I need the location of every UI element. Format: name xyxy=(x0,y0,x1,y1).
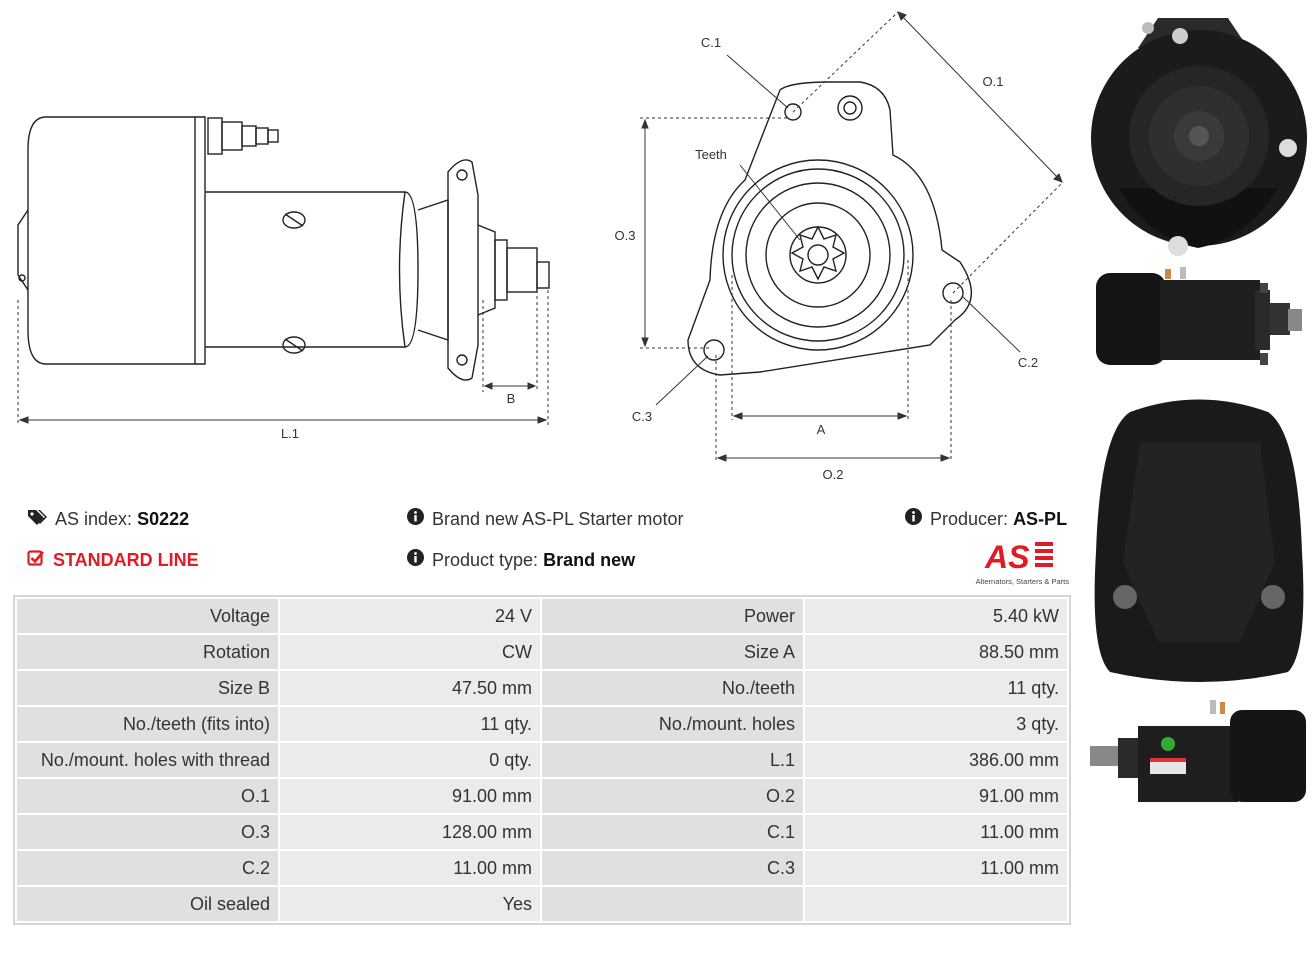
side-view-drawing: L.1 B xyxy=(17,116,550,441)
spec-value: 11 qty. xyxy=(803,669,1069,707)
label-l1: L.1 xyxy=(281,426,299,441)
spec-label: L.1 xyxy=(540,741,805,779)
spec-label: Rotation xyxy=(15,633,280,671)
check-square-icon xyxy=(27,549,45,572)
photo-side-view xyxy=(1096,267,1302,365)
spec-label: No./mount. holes xyxy=(540,705,805,743)
logo-tagline: Alternators, Starters & Parts xyxy=(975,577,1069,586)
spec-label xyxy=(540,885,805,923)
label-teeth: Teeth xyxy=(695,147,727,162)
standard-line: STANDARD LINE xyxy=(27,549,199,572)
producer-label: Producer: xyxy=(930,508,1009,529)
spec-value: 47.50 mm xyxy=(278,669,542,707)
spec-label: No./teeth (fits into) xyxy=(15,705,280,743)
spec-label: Size A xyxy=(540,633,805,671)
label-c2: C.2 xyxy=(1018,355,1038,370)
spec-value: 386.00 mm xyxy=(803,741,1069,779)
as-index: AS index: S0222 xyxy=(27,508,189,531)
spec-label: Voltage xyxy=(15,597,280,635)
spec-label: Oil sealed xyxy=(15,885,280,923)
label-c3: C.3 xyxy=(632,409,652,424)
logo-mark: AS xyxy=(984,539,1053,575)
spec-value: 11.00 mm xyxy=(803,849,1069,887)
as-index-label: AS index: xyxy=(55,509,133,529)
spec-label: Power xyxy=(540,597,805,635)
producer-value: AS-PL xyxy=(1013,508,1068,529)
spec-value: 24 V xyxy=(278,597,542,635)
tags-icon xyxy=(27,508,47,531)
product-type-value: Brand new xyxy=(543,549,636,570)
label-o2: O.2 xyxy=(823,467,844,482)
front-view-drawing: C.1 O.1 O.3 Teeth C.2 C.3 A O.2 xyxy=(615,11,1063,482)
spec-value: 11 qty. xyxy=(278,705,542,743)
spec-value: Yes xyxy=(278,885,542,923)
info-icon xyxy=(407,549,424,571)
spec-value: 88.50 mm xyxy=(803,633,1069,671)
description: Brand new AS-PL Starter motor xyxy=(407,508,683,530)
spec-value: 11.00 mm xyxy=(803,813,1069,851)
spec-row: No./teeth (fits into)11 qty.No./mount. h… xyxy=(15,705,1069,743)
product-type: Product type: Brand new xyxy=(407,549,635,571)
label-o1: O.1 xyxy=(983,74,1004,89)
standard-line-label: STANDARD LINE xyxy=(53,550,199,570)
spec-label: Size B xyxy=(15,669,280,707)
spec-label: No./teeth xyxy=(540,669,805,707)
spec-value xyxy=(803,885,1069,923)
spec-value: 128.00 mm xyxy=(278,813,542,851)
as-index-value: S0222 xyxy=(137,509,190,529)
spec-label: O.2 xyxy=(540,777,805,815)
product-type-label: Product type: xyxy=(432,549,539,570)
label-c1: C.1 xyxy=(701,35,721,50)
spec-value: 91.00 mm xyxy=(803,777,1069,815)
spec-label: O.1 xyxy=(15,777,280,815)
spec-label: C.3 xyxy=(540,849,805,887)
svg-text:AS: AS xyxy=(984,539,1030,572)
spec-value: 3 qty. xyxy=(803,705,1069,743)
photo-label-view xyxy=(1090,700,1306,802)
label-o3: O.3 xyxy=(615,228,636,243)
spec-value: 0 qty. xyxy=(278,741,542,779)
spec-label: No./mount. holes with thread xyxy=(15,741,280,779)
label-a: A xyxy=(817,422,826,437)
photo-cover-view xyxy=(1094,399,1304,682)
spec-label: C.1 xyxy=(540,813,805,851)
info-icon xyxy=(407,508,424,530)
photo-front-view xyxy=(1091,18,1307,256)
spec-value: 5.40 kW xyxy=(803,597,1069,635)
as-pl-logo: AS Alternators, Starters & Parts xyxy=(965,538,1069,586)
spec-label: C.2 xyxy=(15,849,280,887)
spec-label: O.3 xyxy=(15,813,280,851)
info-icon xyxy=(905,508,922,530)
description-text: Brand new AS-PL Starter motor xyxy=(432,508,684,529)
producer: Producer: AS-PL xyxy=(905,508,1067,530)
spec-value: CW xyxy=(278,633,542,671)
spec-value: 91.00 mm xyxy=(278,777,542,815)
label-b: B xyxy=(507,391,516,406)
spec-value: 11.00 mm xyxy=(278,849,542,887)
